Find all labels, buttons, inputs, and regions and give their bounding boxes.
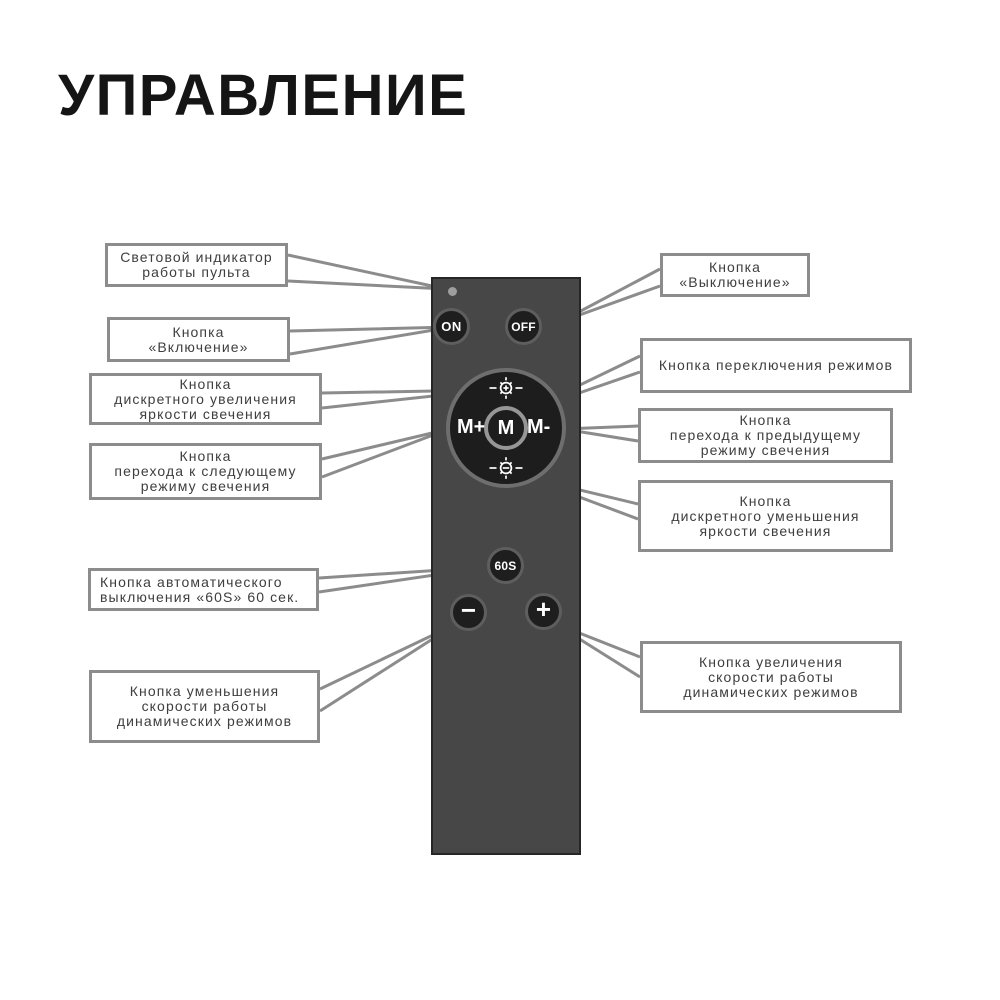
page-title: УПРАВЛЕНИЕ [58, 63, 469, 128]
on-button: ON [433, 308, 470, 345]
callout-on-button: Кнопка «Включение» [107, 317, 290, 362]
timer-60s-button: 60S [487, 547, 524, 584]
speed-up-label: + [535, 594, 552, 624]
indicator-light [448, 287, 457, 296]
off-button: OFF [505, 308, 542, 345]
callout-brightness-up: Кнопка дискретного увеличения яркости св… [89, 373, 322, 425]
callout-auto-off: Кнопка автоматического выключения «60S» … [88, 568, 319, 611]
callout-speed-up: Кнопка увеличения скорости работы динами… [640, 641, 902, 713]
brightness-up-icon [489, 377, 523, 399]
mode-cluster: M+ M M- [446, 368, 566, 488]
speed-down-label: − [460, 595, 477, 625]
speed-down-button: − [450, 594, 487, 631]
mode-button: M [484, 406, 528, 450]
mode-prev-button: M- [527, 416, 551, 438]
callout-off-button: Кнопка «Выключение» [660, 253, 810, 297]
callout-speed-down: Кнопка уменьшения скорости работы динами… [89, 670, 320, 743]
mode-button-label: M [497, 416, 515, 439]
callout-indicator: Световой индикатор работы пульта [105, 243, 288, 287]
brightness-down-icon [489, 457, 523, 479]
callout-brightness-down: Кнопка дискретного уменьшения яркости св… [638, 480, 893, 552]
on-button-label: ON [441, 319, 462, 334]
speed-up-button: + [525, 593, 562, 630]
mode-next-button: M+ [457, 416, 486, 438]
off-button-label: OFF [511, 319, 536, 334]
callout-mode-switch: Кнопка переключения режимов [640, 338, 912, 393]
timer-60s-label: 60S [494, 558, 517, 573]
callout-prev-mode: Кнопка перехода к предыдущему режиму све… [638, 408, 893, 463]
callout-next-mode: Кнопка перехода к следующему режиму свеч… [89, 443, 322, 500]
